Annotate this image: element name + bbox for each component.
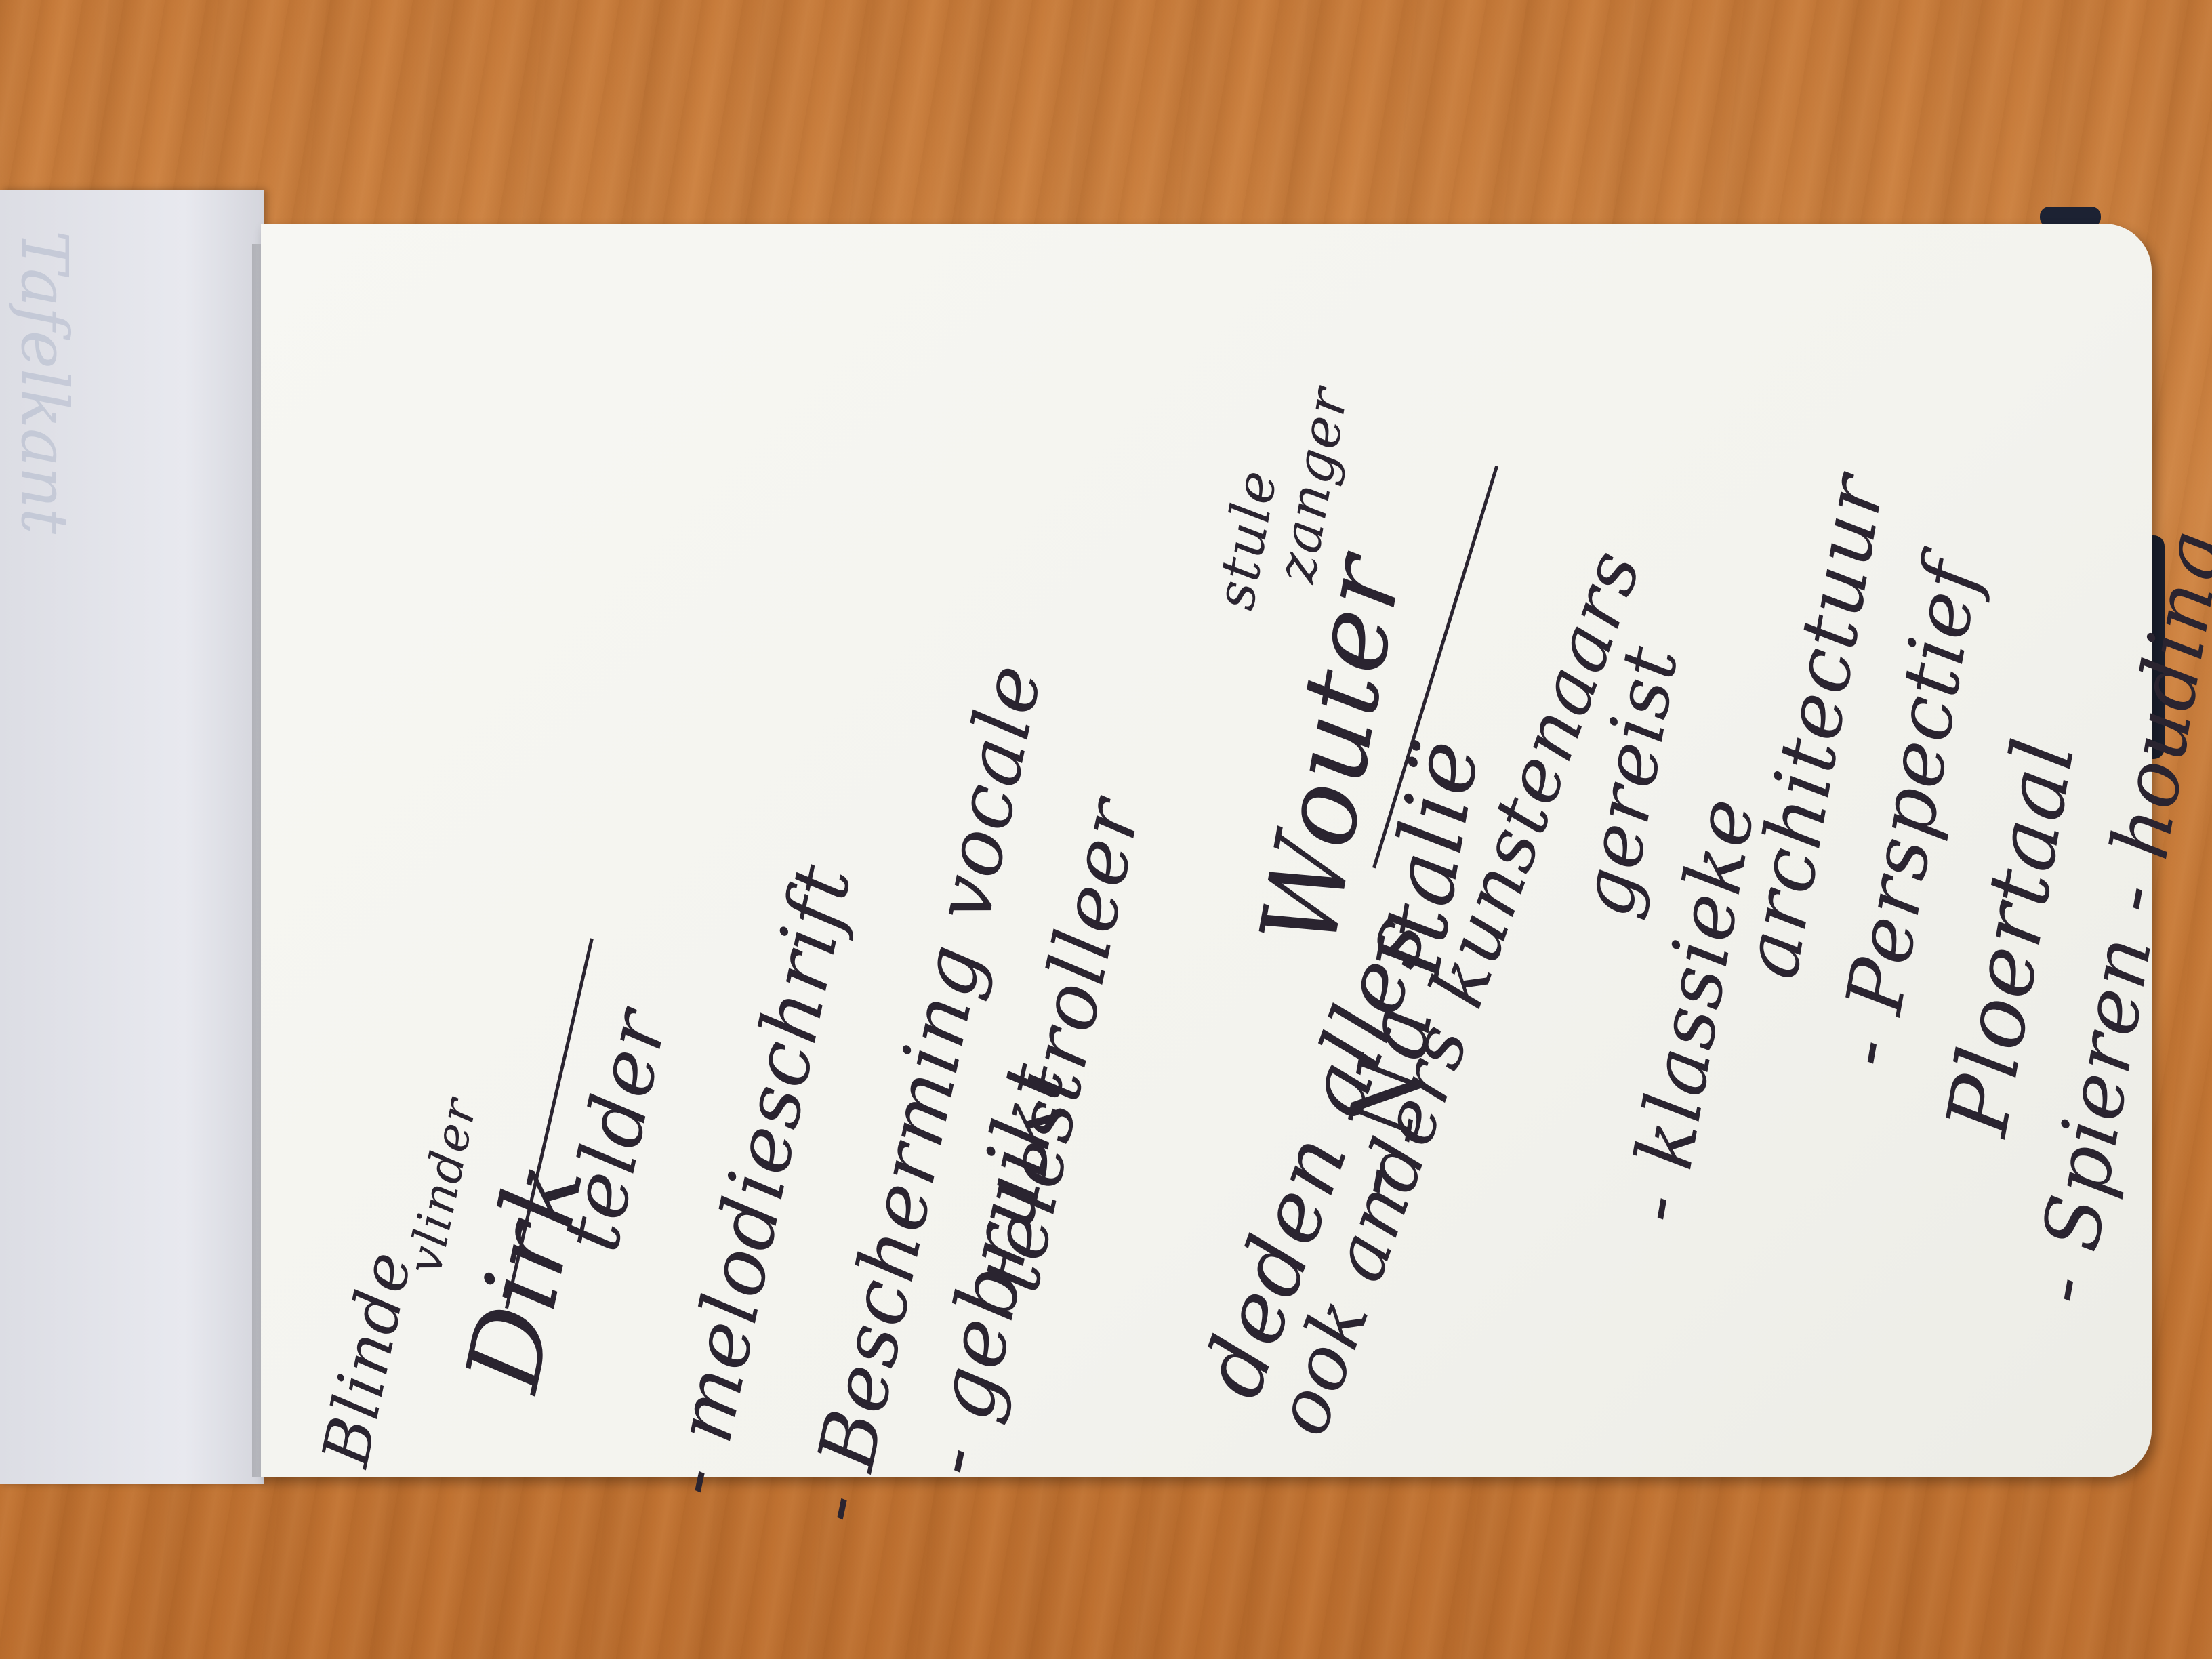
notebook-right-page: Blinde vlinder Dirk telder - melodieschr… xyxy=(261,224,2212,1530)
note-blinde: Blinde xyxy=(308,1244,427,1473)
notebook-left-page: Tafelkant xyxy=(0,190,264,1484)
ghost-text-left-1: Tafelkant xyxy=(7,230,81,534)
